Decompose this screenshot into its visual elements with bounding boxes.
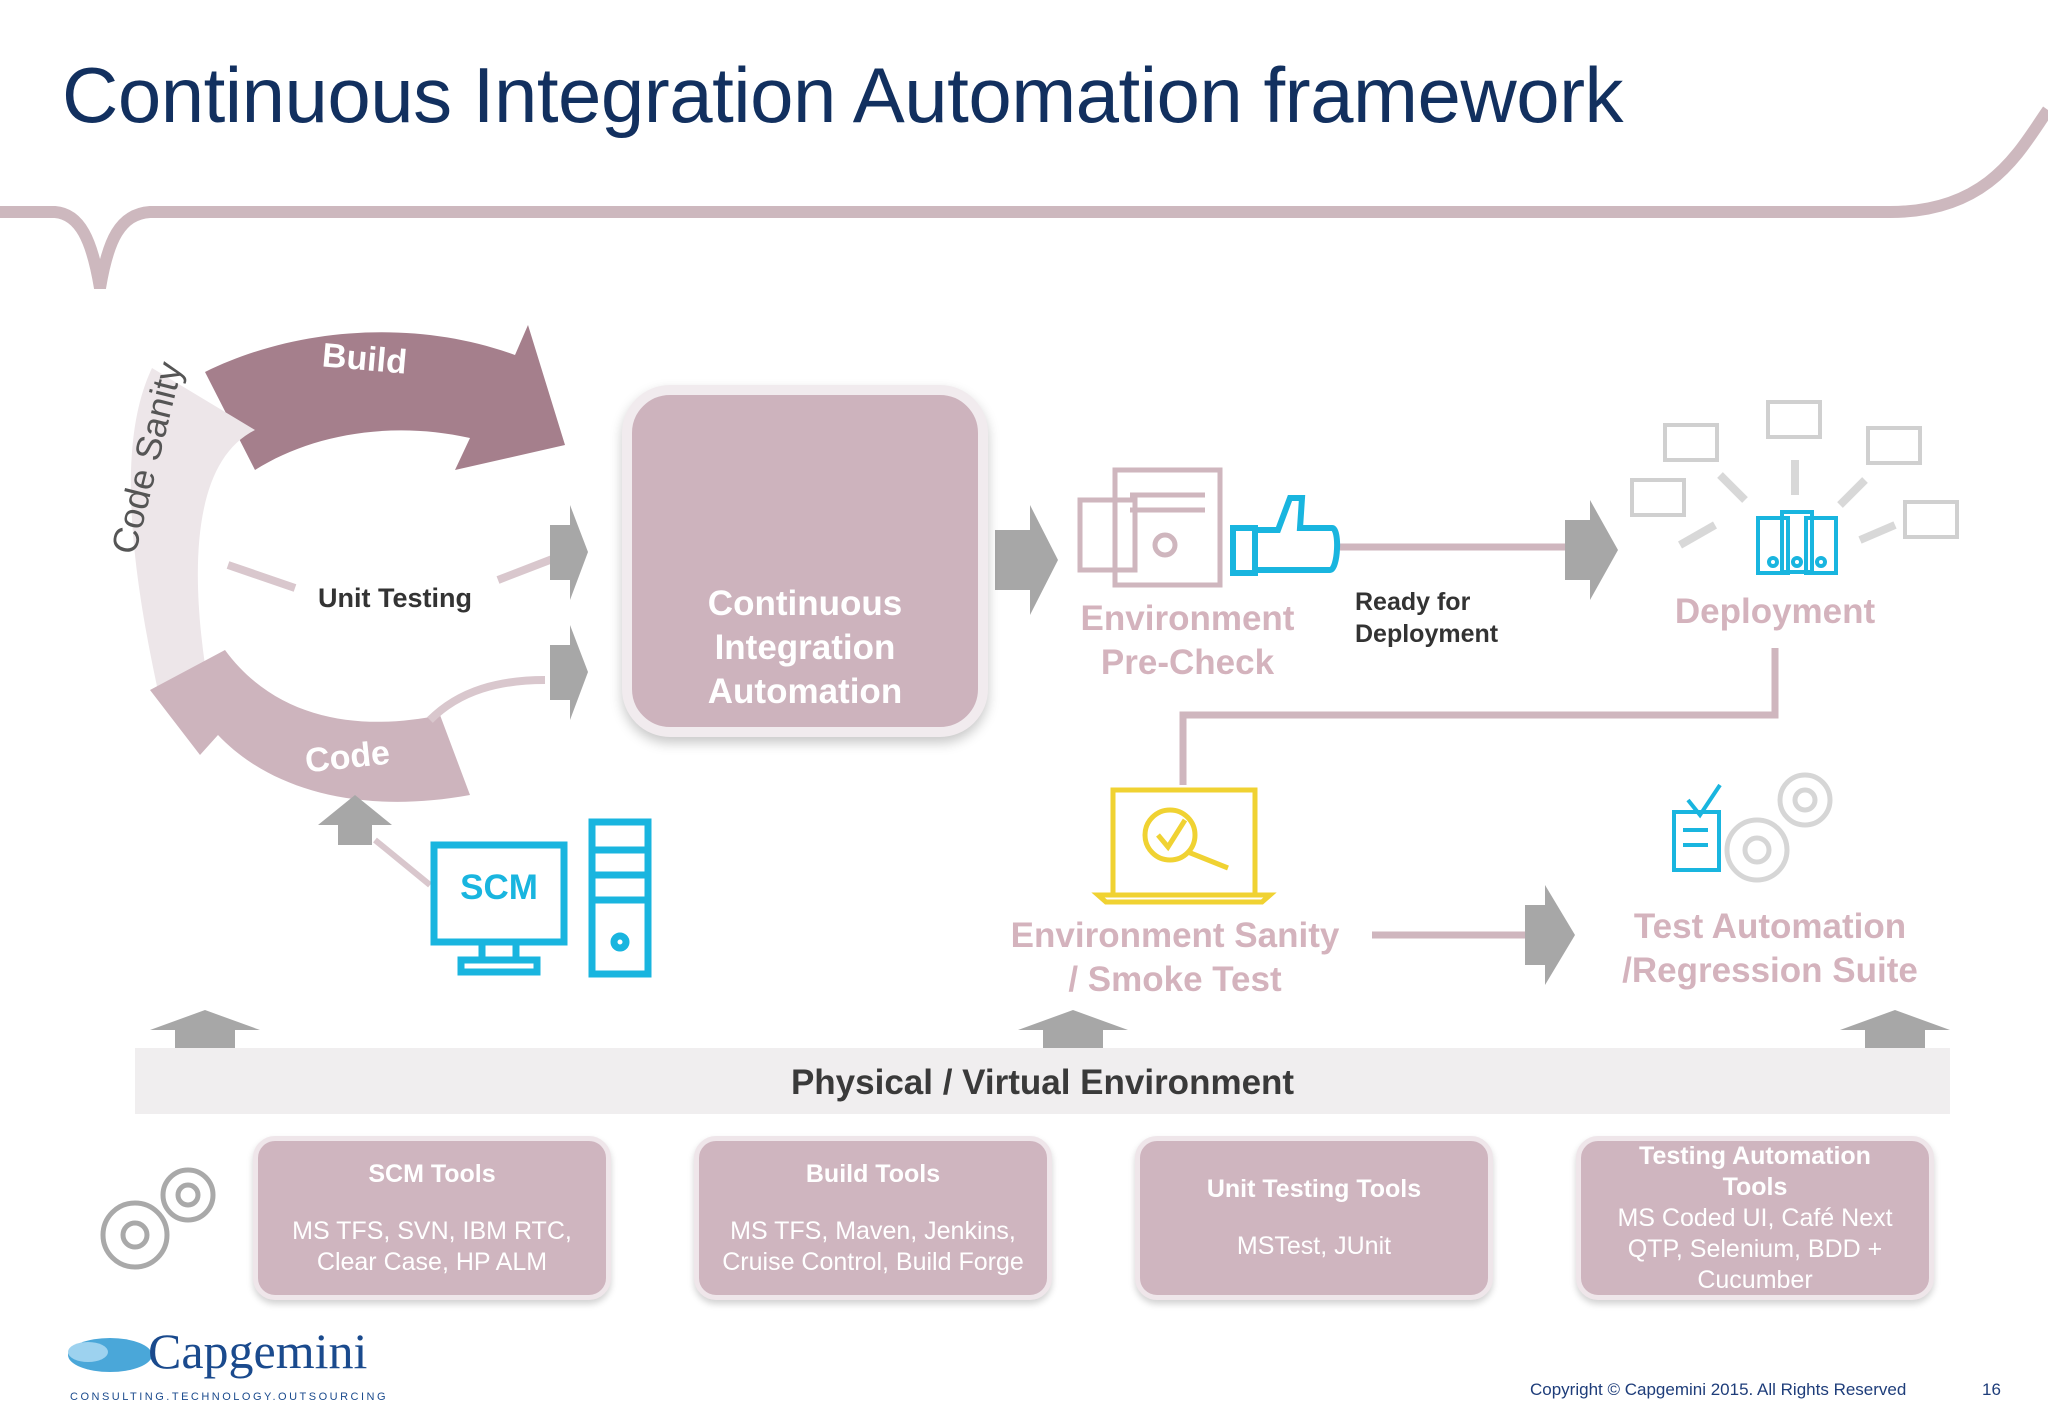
arrow-to-deployment [1565, 500, 1618, 600]
page-number: 16 [1982, 1380, 2001, 1399]
arrow-scm-to-code [318, 795, 392, 845]
test-automation-line-2: /Regression Suite [1622, 951, 1918, 990]
build-arc-arrow [205, 325, 565, 470]
ready-for-deployment-label: Ready for Deployment [1355, 586, 1498, 650]
arrow-ci-to-precheck [995, 505, 1058, 615]
deployment-network-icon [1630, 400, 1959, 539]
tool-title: Testing Automation [1639, 1141, 1871, 1170]
env-sanity-line-2: / Smoke Test [1068, 960, 1282, 999]
tool-body: Clear Case, HP ALM [316, 1247, 548, 1276]
capgemini-logo-icon [68, 1338, 152, 1372]
scm-connector [373, 837, 432, 888]
deployment-label: Deployment [1674, 592, 1876, 631]
ci-line-3: Automation [707, 672, 903, 711]
arrow-to-test-automation [1525, 885, 1575, 985]
deploy-to-smoke-connector [1179, 648, 1779, 785]
env-up-arrow-left [150, 1010, 260, 1048]
tool-body: Cruise Control, Build Forge [722, 1247, 1024, 1276]
env-precheck-line-2: Pre-Check [1100, 643, 1275, 682]
scm-computer-icon [430, 818, 652, 978]
tool-title: Build Tools [805, 1159, 941, 1188]
tool-body: QTP, Selenium, BDD + [1627, 1234, 1883, 1263]
tool-title: SCM Tools [368, 1159, 496, 1188]
env-sanity-line-1: Environment Sanity [1010, 916, 1340, 955]
tool-body: MSTest, JUnit [1236, 1232, 1392, 1260]
code-arc-arrow [150, 650, 470, 802]
environment-bar-label: Physical / Virtual Environment [790, 1063, 1295, 1102]
env-up-arrow-center [1018, 1010, 1128, 1048]
ci-line-2: Integration [714, 628, 896, 667]
arrow-into-ci-bottom [550, 625, 588, 720]
tool-box-scm: SCM Tools MS TFS, SVN, IBM RTC, Clear Ca… [253, 1136, 611, 1300]
tool-box-build: Build Tools MS TFS, Maven, Jenkins, Crui… [694, 1136, 1052, 1300]
arrow-into-ci-top [550, 505, 588, 600]
tool-body: MS Coded UI, Café Next [1617, 1203, 1893, 1232]
env-up-arrow-right [1840, 1010, 1950, 1048]
scm-label: SCM [460, 868, 538, 907]
capgemini-tagline: CONSULTING.TECHNOLOGY.OUTSOURCING [70, 1391, 389, 1403]
slide-title: Continuous Integration Automation framew… [62, 51, 1624, 139]
unit-testing-connector-left [226, 561, 297, 592]
header-banner-curve [0, 106, 2048, 289]
tool-body: MS TFS, SVN, IBM RTC, [292, 1216, 572, 1245]
tool-body: MS TFS, Maven, Jenkins, [730, 1216, 1016, 1245]
ci-automation-box [622, 385, 988, 737]
tool-title: Tools [1722, 1172, 1788, 1201]
code-sanity-arc [130, 368, 255, 700]
tool-body: Cucumber [1697, 1265, 1813, 1294]
code-connector [427, 676, 546, 723]
test-automation-label: Test Automation /Regression Suite [1600, 905, 1940, 993]
copyright-text: Copyright © Capgemini 2015. All Rights R… [1530, 1380, 1907, 1399]
gears-icon [100, 1167, 216, 1270]
server-rack-icon [1756, 510, 1838, 575]
tool-box-testing-automation: Testing Automation Tools MS Coded UI, Ca… [1576, 1136, 1934, 1300]
environment-bar [135, 1048, 1950, 1114]
env-precheck-line-1: Environment [1080, 599, 1295, 638]
server-icon [1077, 467, 1223, 588]
tool-title: Unit Testing Tools [1206, 1175, 1422, 1203]
checklist-icon [1672, 783, 1722, 872]
deployment-arrows-icon [1678, 460, 1897, 549]
test-automation-icon [1724, 772, 1833, 883]
ci-automation-text: Continuous Integration Automation [622, 582, 988, 714]
capgemini-logo-text: Capgemini [148, 1323, 368, 1379]
build-label: Build [320, 336, 409, 382]
env-precheck-label: Environment Pre-Check [1060, 597, 1315, 685]
test-automation-line-1: Test Automation [1633, 907, 1907, 946]
ci-line-1: Continuous [707, 584, 903, 623]
thumbs-up-icon [1230, 495, 1340, 576]
laptop-magnifier-icon [1091, 787, 1277, 905]
unit-testing-connector-right [496, 554, 557, 584]
env-sanity-label: Environment Sanity / Smoke Test [990, 914, 1360, 1002]
ready-line-1: Ready for [1355, 588, 1471, 616]
ready-line-2: Deployment [1355, 620, 1499, 648]
tool-box-unit-testing: Unit Testing Tools MSTest, JUnit [1135, 1136, 1493, 1300]
unit-testing-label: Unit Testing [318, 583, 472, 613]
